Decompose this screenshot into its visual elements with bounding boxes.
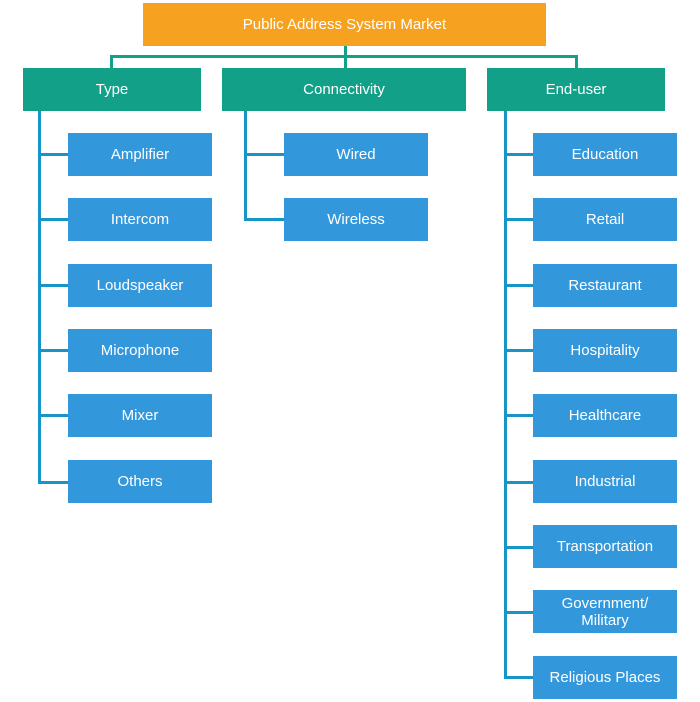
leaf-label: Transportation bbox=[556, 538, 654, 555]
leaf-loudspeaker: Loudspeaker bbox=[68, 264, 212, 307]
leaf-healthcare: Healthcare bbox=[533, 394, 677, 437]
leaf-label: Government/ Military bbox=[561, 594, 649, 629]
enduser-branch-connector bbox=[504, 414, 533, 417]
leaf-label: Industrial bbox=[574, 473, 636, 490]
leaf-retail: Retail bbox=[533, 198, 677, 241]
leaf-religious-places: Religious Places bbox=[533, 656, 677, 699]
leaf-restaurant: Restaurant bbox=[533, 264, 677, 307]
category-type: Type bbox=[23, 68, 201, 111]
enduser-trunk-connector bbox=[504, 111, 507, 679]
leaf-wired: Wired bbox=[284, 133, 428, 176]
connectivity-stem-connector bbox=[344, 55, 347, 68]
connectivity-branch-connector bbox=[244, 218, 284, 221]
leaf-label: Intercom bbox=[110, 211, 170, 228]
type-branch-connector bbox=[38, 481, 68, 484]
type-trunk-connector bbox=[38, 111, 41, 484]
leaf-label: Restaurant bbox=[568, 277, 642, 294]
type-branch-connector bbox=[38, 153, 68, 156]
enduser-branch-connector bbox=[504, 284, 533, 287]
leaf-hospitality: Hospitality bbox=[533, 329, 677, 372]
enduser-branch-connector bbox=[504, 611, 533, 614]
leaf-others: Others bbox=[68, 460, 212, 503]
category-end-user: End-user bbox=[487, 68, 665, 111]
leaf-label: Mixer bbox=[121, 407, 159, 424]
leaf-industrial: Industrial bbox=[533, 460, 677, 503]
leaf-label: Religious Places bbox=[549, 669, 661, 686]
leaf-label: Education bbox=[571, 146, 639, 163]
connectivity-trunk-connector bbox=[244, 111, 247, 221]
type-branch-connector bbox=[38, 414, 68, 417]
leaf-label: Amplifier bbox=[110, 146, 170, 163]
leaf-education: Education bbox=[533, 133, 677, 176]
leaf-label: Others bbox=[117, 473, 163, 490]
leaf-microphone: Microphone bbox=[68, 329, 212, 372]
type-stem-connector bbox=[110, 55, 113, 68]
leaf-intercom: Intercom bbox=[68, 198, 212, 241]
category-end-user-label: End-user bbox=[545, 81, 607, 98]
root-node: Public Address System Market bbox=[143, 3, 546, 46]
category-type-label: Type bbox=[95, 81, 129, 98]
type-branch-connector bbox=[38, 284, 68, 287]
type-branch-connector bbox=[38, 218, 68, 221]
root-node-label: Public Address System Market bbox=[242, 16, 447, 33]
enduser-stem-connector bbox=[575, 55, 578, 68]
leaf-label: Wireless bbox=[327, 211, 385, 228]
type-branch-connector bbox=[38, 349, 68, 352]
leaf-label: Hospitality bbox=[570, 342, 640, 359]
category-connectivity-label: Connectivity bbox=[303, 81, 385, 98]
connectivity-branch-connector bbox=[244, 153, 284, 156]
leaf-label: Wired bbox=[336, 146, 376, 163]
leaf-wireless: Wireless bbox=[284, 198, 428, 241]
leaf-government-military: Government/ Military bbox=[533, 590, 677, 633]
leaf-amplifier: Amplifier bbox=[68, 133, 212, 176]
enduser-branch-connector bbox=[504, 481, 533, 484]
leaf-label: Retail bbox=[585, 211, 625, 228]
category-connectivity: Connectivity bbox=[222, 68, 466, 111]
leaf-label: Loudspeaker bbox=[96, 277, 184, 294]
enduser-branch-connector bbox=[504, 676, 533, 679]
root-stem-connector bbox=[344, 46, 347, 56]
enduser-branch-connector bbox=[504, 153, 533, 156]
leaf-mixer: Mixer bbox=[68, 394, 212, 437]
leaf-transportation: Transportation bbox=[533, 525, 677, 568]
leaf-label: Healthcare bbox=[568, 407, 642, 424]
enduser-branch-connector bbox=[504, 546, 533, 549]
enduser-branch-connector bbox=[504, 218, 533, 221]
leaf-label: Microphone bbox=[100, 342, 180, 359]
enduser-branch-connector bbox=[504, 349, 533, 352]
